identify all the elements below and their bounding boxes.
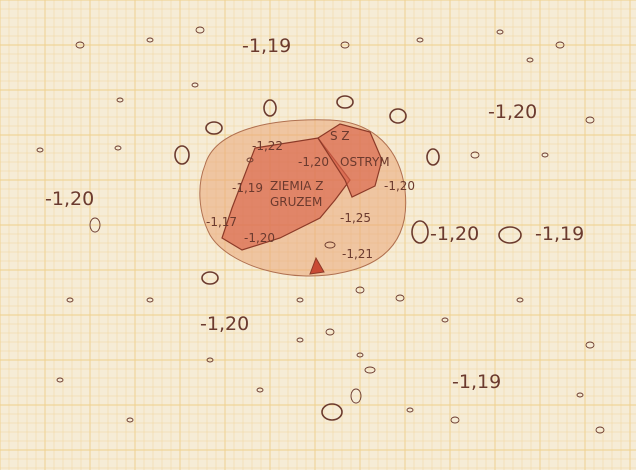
elevation-121: -1,21 <box>342 247 373 261</box>
stone <box>324 241 336 249</box>
stone <box>126 417 134 423</box>
stone <box>174 145 190 165</box>
stone <box>516 297 524 303</box>
stone <box>541 152 549 158</box>
stones <box>36 26 605 434</box>
stone <box>416 37 424 43</box>
stone <box>66 297 74 303</box>
zone-label-sz: S Z <box>330 129 350 143</box>
elevation-119-inner: -1,19 <box>232 181 263 195</box>
stone <box>496 29 504 35</box>
stone <box>576 392 584 398</box>
stone <box>441 317 449 323</box>
stone <box>146 37 154 43</box>
stone <box>555 41 565 49</box>
zone-label-gruzem: GRUZEM <box>270 195 322 209</box>
stone <box>296 337 304 343</box>
stone <box>395 294 405 302</box>
elevation-120-inner: -1,20 <box>298 155 329 169</box>
stone <box>195 26 205 34</box>
stone <box>595 426 605 434</box>
stone <box>116 97 124 103</box>
stone <box>263 99 277 117</box>
stone <box>206 357 214 363</box>
stone <box>201 271 219 285</box>
stone <box>325 328 335 336</box>
zone-label-ziemia: ZIEMIA Z <box>270 179 323 193</box>
stone <box>296 297 304 303</box>
stone <box>389 108 407 124</box>
stone <box>36 147 44 153</box>
stone <box>585 116 595 124</box>
stone <box>498 226 522 244</box>
elevation-122: -1,22 <box>252 139 283 153</box>
stone <box>246 157 254 163</box>
stone <box>356 352 364 358</box>
stone <box>56 377 64 383</box>
stone <box>355 286 365 294</box>
stone <box>350 388 362 404</box>
stone <box>114 145 122 151</box>
stone <box>364 366 376 374</box>
stone <box>426 148 440 166</box>
stone <box>411 220 429 244</box>
stone <box>336 95 354 109</box>
stone <box>205 121 223 135</box>
inner-zone-ostrym <box>317 123 383 198</box>
elevation-120-right: -1,20 <box>384 179 415 193</box>
stone <box>450 416 460 424</box>
stone <box>256 387 264 393</box>
stone <box>191 82 199 88</box>
elevation-top-right: -1,20 <box>488 101 537 123</box>
stone <box>75 41 85 49</box>
stone <box>470 151 480 159</box>
elevation-left: -1,20 <box>45 188 94 210</box>
elevation-top-left: -1,19 <box>242 35 291 57</box>
elevation-117: -1,17 <box>206 215 237 229</box>
stone <box>340 41 350 49</box>
stone <box>585 341 595 349</box>
stone <box>89 217 101 233</box>
zone-label-ostrym: OSTRYM <box>340 155 390 169</box>
elevation-125: -1,25 <box>340 211 371 225</box>
stone <box>321 403 343 421</box>
elevation-120-lower: -1,20 <box>244 231 275 245</box>
stone <box>146 297 154 303</box>
elevation-bottom-right: -1,19 <box>452 371 501 393</box>
elevation-120-east: -1,20 <box>430 223 479 245</box>
small-red-patch <box>309 256 325 275</box>
stone <box>526 57 534 63</box>
stone <box>406 407 414 413</box>
elevation-119-east: -1,19 <box>535 223 584 245</box>
elevation-bottom-left: -1,20 <box>200 313 249 335</box>
